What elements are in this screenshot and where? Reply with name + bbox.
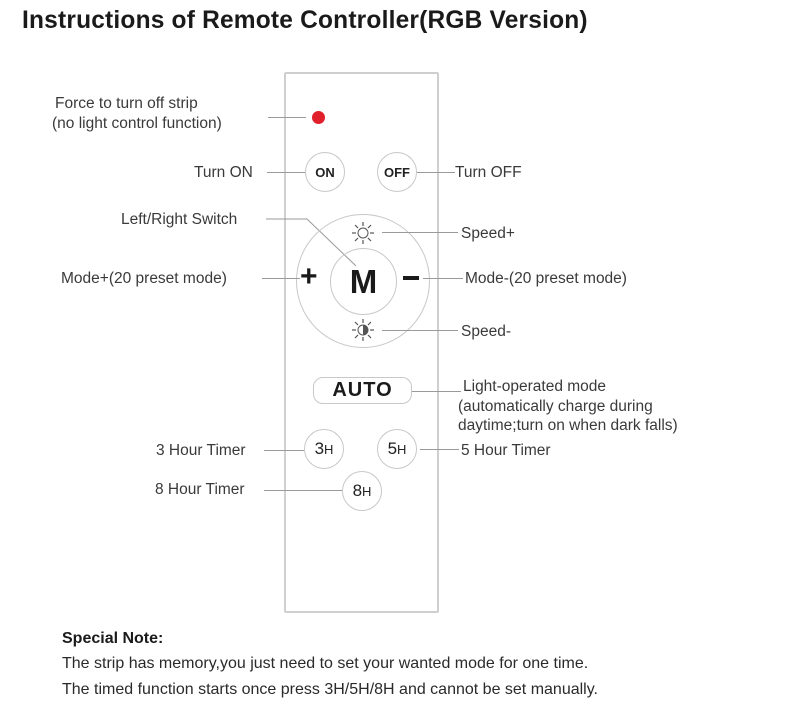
leader-line-3h: [264, 450, 304, 451]
force-off-label-line1: Force to turn off strip: [55, 95, 198, 112]
timer-5h-unit: H: [397, 441, 407, 457]
leader-line-speed-plus: [382, 232, 458, 233]
leader-line-off: [417, 172, 455, 173]
mode-plus-button[interactable]: +: [300, 260, 318, 293]
on-button[interactable]: ON: [305, 152, 345, 192]
turn-off-label: Turn OFF: [455, 164, 522, 181]
page-title: Instructions of Remote Controller(RGB Ve…: [22, 6, 588, 34]
speed-plus-sun-icon[interactable]: [350, 220, 376, 246]
special-note-line2: The timed function starts once press 3H/…: [62, 681, 598, 698]
timer-8h-label: 8 Hour Timer: [155, 481, 245, 498]
mode-minus-label: Mode-(20 preset mode): [465, 270, 627, 287]
leader-line-8h: [264, 490, 342, 491]
force-off-label-line2: (no light control function): [52, 115, 222, 132]
timer-8h-unit: H: [362, 483, 372, 499]
auto-label-line3: daytime;turn on when dark falls): [458, 417, 678, 434]
turn-on-label: Turn ON: [194, 164, 253, 181]
special-note-title: Special Note:: [62, 630, 164, 647]
leader-line-mode-plus: [262, 278, 300, 279]
leader-line-auto: [412, 391, 461, 392]
mode-minus-button[interactable]: [403, 276, 419, 280]
timer-3h-label: 3 Hour Timer: [156, 442, 246, 459]
leader-line-force-off: [268, 117, 306, 118]
auto-button[interactable]: AUTO: [313, 377, 412, 404]
speed-minus-label: Speed-: [461, 323, 511, 340]
leader-line-mode-minus: [423, 278, 463, 279]
speed-plus-label: Speed+: [461, 225, 515, 242]
timer-3h-number: 3: [314, 439, 325, 458]
leader-line-speed-minus: [382, 330, 458, 331]
off-button[interactable]: OFF: [377, 152, 417, 192]
speed-minus-half-sun-icon[interactable]: [350, 317, 376, 343]
force-off-indicator-dot[interactable]: [312, 111, 325, 124]
left-right-switch-label: Left/Right Switch: [121, 211, 238, 228]
special-note-line1: The strip has memory,you just need to se…: [62, 655, 589, 672]
timer-8h-number: 8: [352, 481, 363, 500]
auto-label-line1: Light-operated mode: [463, 378, 607, 395]
mode-plus-label: Mode+(20 preset mode): [61, 270, 227, 287]
auto-label-line2: (automatically charge during: [458, 398, 653, 415]
timer-5h-label: 5 Hour Timer: [461, 442, 551, 459]
leader-line-on: [267, 172, 305, 173]
mode-button[interactable]: M: [330, 248, 397, 315]
timer-3h-unit: H: [324, 441, 334, 457]
mode-ring: [296, 214, 430, 348]
leader-line-5h: [420, 449, 459, 450]
timer-5h-number: 5: [387, 439, 398, 458]
